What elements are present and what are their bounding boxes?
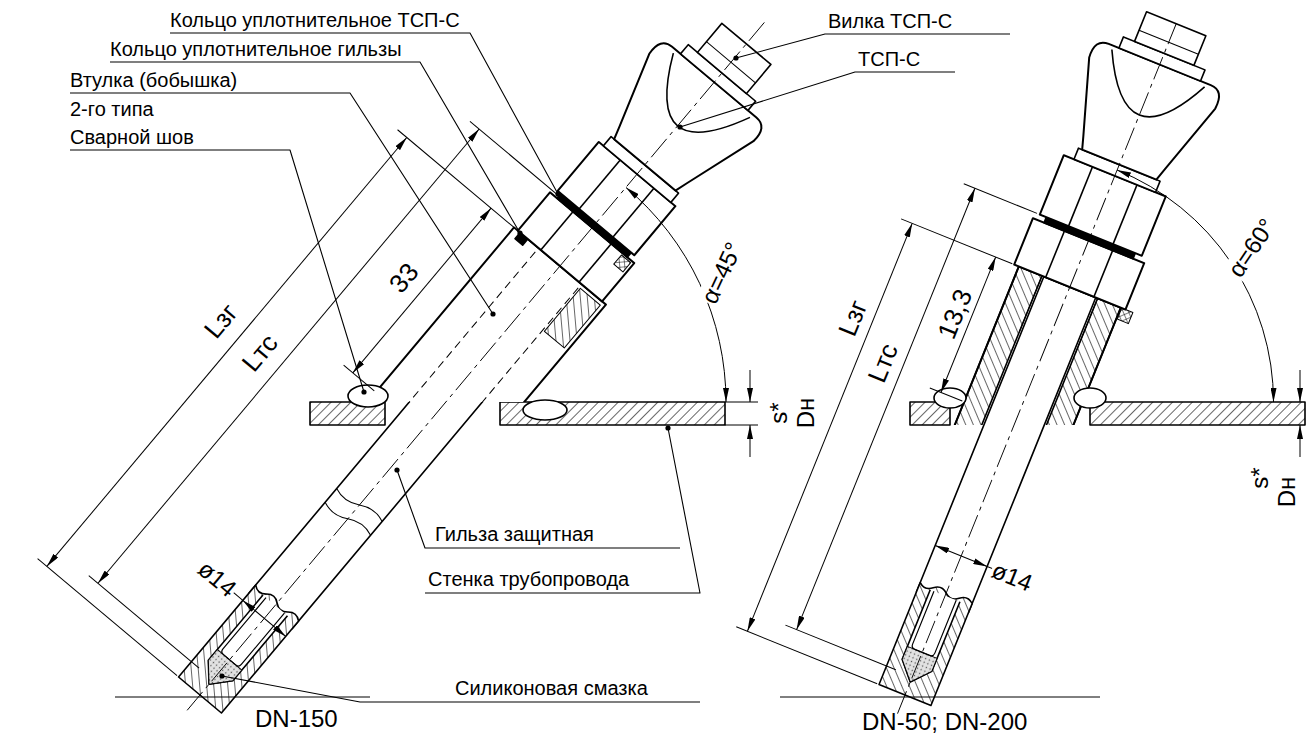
pipe-wall (780, 697, 1100, 698)
dimension-lines (785, 625, 895, 670)
dimension-lines (1117, 170, 1300, 457)
leader-dot (517, 230, 522, 235)
dimension-lines (930, 388, 962, 401)
leader-line (680, 72, 955, 127)
leader-dot (665, 425, 670, 430)
weld-seam (1074, 388, 1106, 408)
leader-dot (490, 311, 495, 316)
part-label: Кольцо уплотнительное ТСП-С (170, 8, 460, 32)
dimension-lines (797, 188, 975, 629)
dimension-lines (98, 129, 479, 583)
view-title: DN-150 (255, 705, 338, 734)
weld-seam (348, 385, 388, 407)
thermometer-head (541, 212, 573, 250)
pipe-wall (725, 402, 758, 403)
leader-line (70, 93, 493, 314)
dimension-label: s* (766, 401, 792, 424)
dimension-label: Lтс (235, 328, 283, 378)
angle-label: α=60° (1222, 213, 1281, 283)
dimension-lines (898, 24, 1177, 714)
leader-dot (219, 55, 738, 678)
leader-dot (733, 55, 738, 60)
leader-dot (219, 673, 224, 678)
dimension-label: ø14 (192, 554, 242, 602)
dimension-lines (38, 559, 177, 676)
dimension-lines (750, 425, 751, 457)
view-title: DN-50; DN-200 (862, 708, 1027, 737)
dimension-lines (234, 593, 243, 601)
pipe-wall (780, 402, 1305, 697)
part-label: Втулка (бобышка) (70, 68, 237, 92)
thermometer-head (614, 255, 631, 272)
thermometer-head (579, 244, 611, 282)
dimension-lines (1300, 425, 1301, 457)
thermometer-head (1002, 0, 1239, 324)
part-label: Вилка ТСП-С (828, 9, 952, 33)
weld-seam (934, 388, 966, 408)
leader-dot (394, 467, 399, 472)
pipe-wall (725, 425, 758, 426)
leader-line (70, 150, 364, 392)
dimension-label: Dн (793, 397, 819, 430)
weld-seam (523, 400, 567, 420)
dimension-lines (747, 223, 912, 631)
dimension-lines (729, 0, 1214, 729)
leader-line (70, 33, 1010, 702)
dimension-lines (964, 184, 1037, 214)
leader-dot (361, 389, 366, 394)
dimension-lines (1117, 170, 1274, 402)
part-label: Кольцо уплотнительное гильзы (110, 37, 402, 61)
dimension-label: Dн (1274, 476, 1300, 509)
dimension-lines (470, 121, 557, 194)
dimension-lines (47, 137, 407, 566)
dimension-lines (25, 0, 787, 728)
thermometer-head (697, 23, 770, 93)
dimension-label: Lтс (862, 338, 904, 387)
dimension-lines (1300, 370, 1301, 402)
part-label: ТСП-С (858, 47, 920, 71)
dimension-label: 13,3 (931, 284, 977, 343)
thermometer-head (1094, 250, 1113, 296)
leader-dot (677, 124, 682, 129)
part-label: Силиконовая смазка (455, 676, 648, 700)
leader-line (425, 428, 700, 593)
dimension-lines (736, 627, 877, 684)
dimension-label: Lзг (198, 297, 244, 344)
part-label: Стенка трубопровода (428, 567, 629, 591)
pipe-wall (115, 402, 758, 697)
leader-line (397, 470, 680, 548)
thermometer-head (503, 0, 799, 316)
dimension-lines (353, 208, 491, 373)
weld-seam (348, 385, 567, 420)
leader-dot (555, 191, 560, 196)
thermometer-head (1069, 167, 1093, 226)
dimension-lines (750, 370, 751, 402)
thermometer-head (1113, 185, 1137, 244)
thermometer-drawing (25, 0, 1305, 729)
dimension-lines (626, 188, 750, 458)
weld-seam (934, 388, 1106, 408)
part-label: Гильза защитная (435, 522, 594, 546)
thermometer-head (1046, 231, 1065, 277)
dimension-label: ø14 (987, 557, 1037, 598)
angle-label: α=45° (696, 237, 748, 308)
boss (1026, 298, 1120, 425)
leader-line (222, 676, 700, 702)
part-label: 2-го типа (70, 97, 154, 121)
dimension-label: s* (1247, 466, 1273, 489)
dimension-label: 33 (383, 257, 425, 299)
dimension-lines (89, 576, 199, 669)
dimension-label: Lзг (832, 295, 873, 341)
dimension-lines (344, 365, 375, 391)
pipe-wall (1090, 402, 1305, 425)
dimension-lines (187, 21, 766, 710)
part-label: Сварной шов (70, 125, 194, 149)
thermometer-head (613, 188, 654, 237)
boss (544, 288, 600, 348)
boss (414, 287, 579, 402)
boss (371, 251, 536, 402)
